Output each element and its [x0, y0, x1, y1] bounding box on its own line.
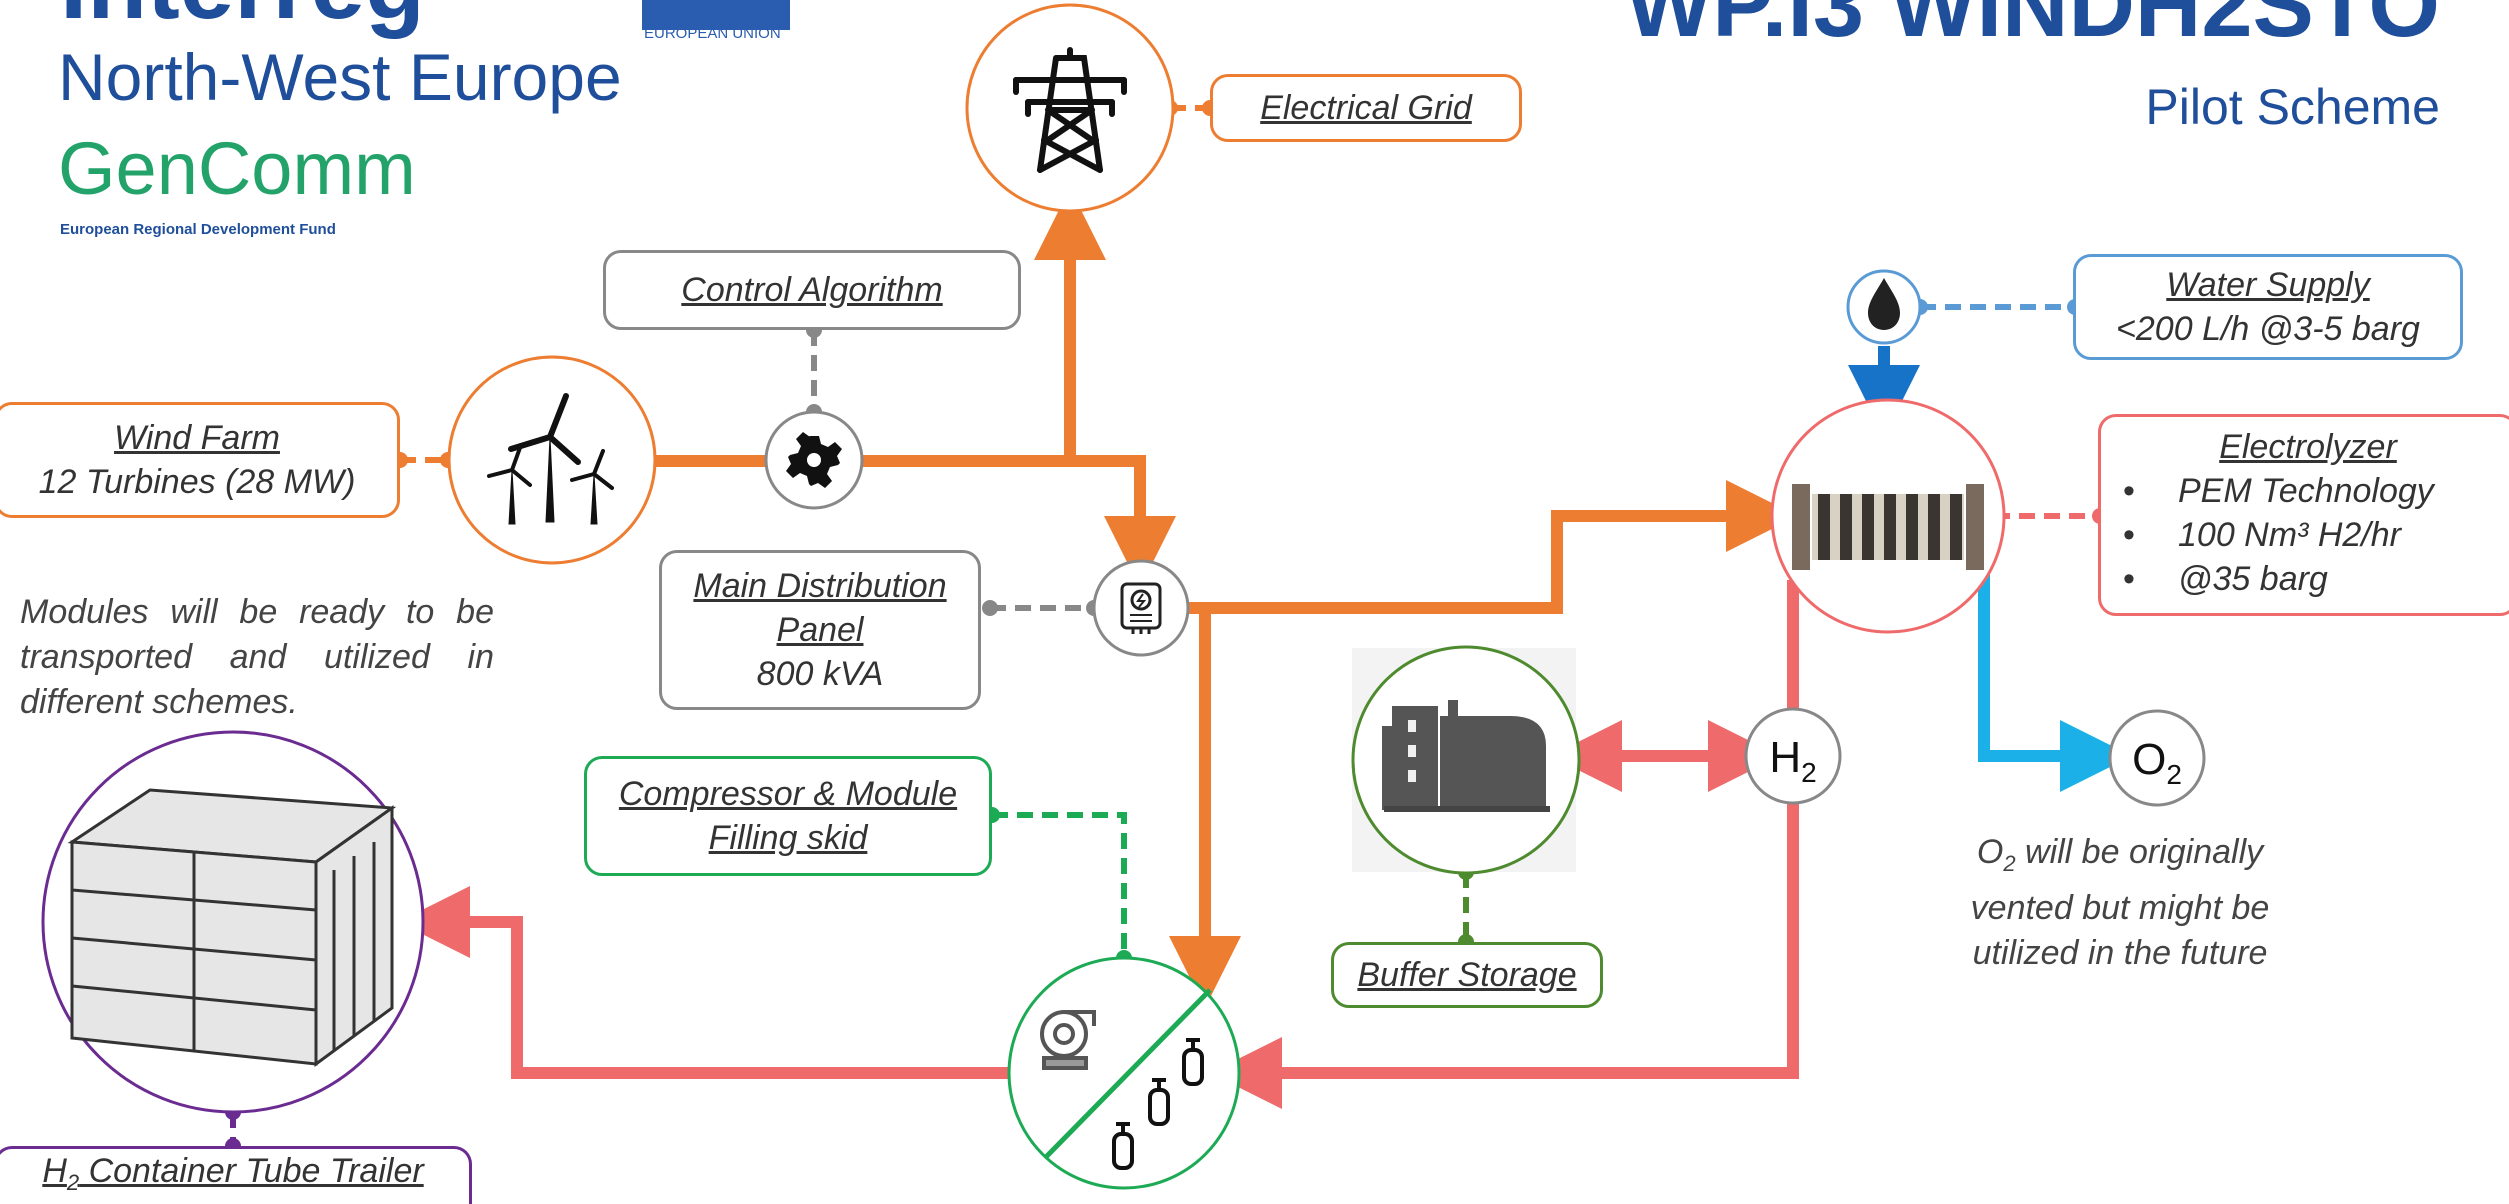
h2-node: H2	[1744, 707, 1842, 805]
o2-note: O2 will be originally vented but might b…	[1920, 830, 2320, 976]
pylon-icon	[1013, 47, 1127, 173]
grid-node	[965, 3, 1175, 213]
o2-node: O2	[2108, 709, 2206, 807]
main-panel-detail: 800 kVA	[756, 655, 884, 693]
o2-note-line-1: O2 will be originally	[1976, 833, 2264, 876]
compressor-icon	[1040, 1010, 1096, 1070]
tube-trailer-icon	[67, 788, 397, 1067]
electrolyzer-label: Electrolyzer •PEM Technology •100 Nm³ H2…	[2098, 414, 2509, 616]
electrolyzer-bullets: •PEM Technology •100 Nm³ H2/hr •@35 barg	[2101, 469, 2509, 601]
skid-to-trailer-arrow	[398, 886, 1012, 1079]
o2-symbol: O2	[2132, 735, 2182, 790]
electrolyzer-node	[1770, 398, 2006, 634]
meter-node	[1092, 559, 1190, 657]
modules-note-line: Modules will be ready to be	[20, 593, 494, 631]
buffer-storage-title: Buffer Storage	[1357, 956, 1577, 994]
compressor-skid-label: Compressor & Module Filling skid	[584, 756, 992, 876]
logo-project: GenComm	[58, 127, 416, 210]
logo-eu-label: EUROPEAN UNION	[644, 25, 781, 42]
compressor-title-1: Compressor & Module	[618, 775, 958, 813]
wind-farm-node	[447, 355, 657, 565]
control-algorithm-label: Control Algorithm	[603, 250, 1021, 330]
compressor-skid-node	[1007, 956, 1241, 1190]
gear-icon	[786, 432, 842, 488]
meter-to-electrolyzer-arrow	[1188, 480, 1798, 614]
gas-cylinders-icon	[1112, 1038, 1204, 1170]
power-meter-icon	[1120, 582, 1162, 634]
logo-fund: European Regional Development Fund	[60, 221, 336, 238]
wind-farm-title: Wind Farm	[114, 419, 280, 457]
container-trailer-title: H2 Container Tube Trailer	[42, 1151, 424, 1195]
container-trailer-node	[41, 730, 425, 1114]
main-panel-title-1: Main Distribution	[693, 567, 947, 605]
logo-interreg: Interreg	[60, 0, 425, 39]
oxygen-vent-arrow	[1978, 568, 2132, 792]
main-distribution-panel-label: Main Distribution Panel 800 kVA	[659, 550, 981, 710]
electrolyzer-stack-icon	[1792, 484, 1984, 570]
compressor-connector	[992, 812, 1127, 958]
bullet-item: •@35 barg	[2123, 560, 2328, 598]
eu-flag	[642, 0, 790, 30]
o2-note-line-3: utilized in the future	[1972, 933, 2268, 972]
wind-farm-detail: 12 Turbines (28 MW)	[38, 463, 356, 501]
bullet-item: •PEM Technology	[2123, 472, 2434, 510]
water-supply-label: Water Supply <200 L/h @3-5 barg	[2073, 254, 2463, 360]
o2-note-line-2: vented but might be	[1970, 888, 2270, 927]
wind-farm-label: Wind Farm 12 Turbines (28 MW)	[0, 402, 400, 518]
modules-note-line: transported and utilized in	[20, 638, 494, 676]
logo-region: North-West Europe	[58, 40, 622, 114]
container-trailer-label: H2 Container Tube Trailer	[0, 1146, 472, 1204]
bullet-item: •100 Nm³ H2/hr	[2123, 516, 2401, 554]
water-node	[1846, 269, 1922, 345]
h2-symbol: H2	[1769, 733, 1816, 788]
compressor-title-2: Filling skid	[708, 819, 868, 857]
electrolyzer-title: Electrolyzer	[2219, 428, 2397, 466]
modules-note: Modules will be ready to be transported …	[20, 590, 494, 725]
wind-turbines-icon	[487, 393, 614, 525]
control-algorithm-title: Control Algorithm	[681, 271, 943, 309]
interreg-logo: Interreg EUROPEAN UNION North-West Europ…	[58, 0, 790, 238]
to-meter-arrow	[1070, 455, 1176, 588]
water-drop-icon	[1868, 278, 1900, 330]
page-subtitle: Pilot Scheme	[2145, 79, 2440, 135]
electrical-grid-label: Electrical Grid	[1210, 74, 1522, 142]
page-title: WP.I3 WINDH2STO	[1625, 0, 2440, 56]
water-supply-detail: <200 L/h @3-5 barg	[2116, 310, 2420, 348]
main-panel-title-2: Panel	[776, 611, 864, 649]
modules-note-line: different schemes.	[20, 683, 298, 721]
dot	[982, 600, 998, 616]
buffer-storage-label: Buffer Storage	[1331, 942, 1603, 1008]
storage-tanks-icon	[1382, 700, 1550, 812]
electrical-grid-title: Electrical Grid	[1260, 89, 1472, 127]
control-node	[764, 410, 864, 510]
water-supply-title: Water Supply	[2166, 266, 2370, 304]
buffer-storage-node	[1351, 645, 1581, 875]
